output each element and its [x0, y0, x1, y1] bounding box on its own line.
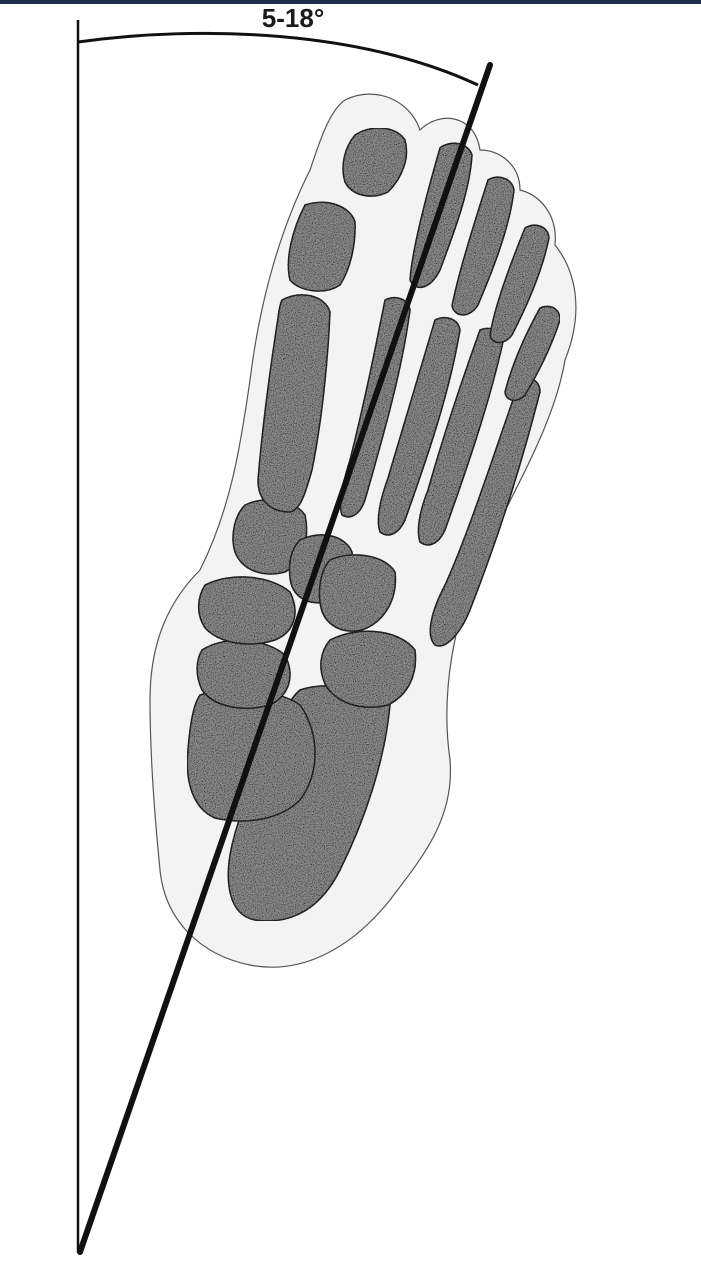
cuboid-bone: [321, 631, 416, 707]
angle-arc: [78, 33, 478, 85]
angle-label: 5-18°: [262, 3, 324, 33]
navicular-bone: [199, 577, 295, 644]
talus-head: [197, 640, 290, 708]
foot-outline: [150, 94, 576, 967]
